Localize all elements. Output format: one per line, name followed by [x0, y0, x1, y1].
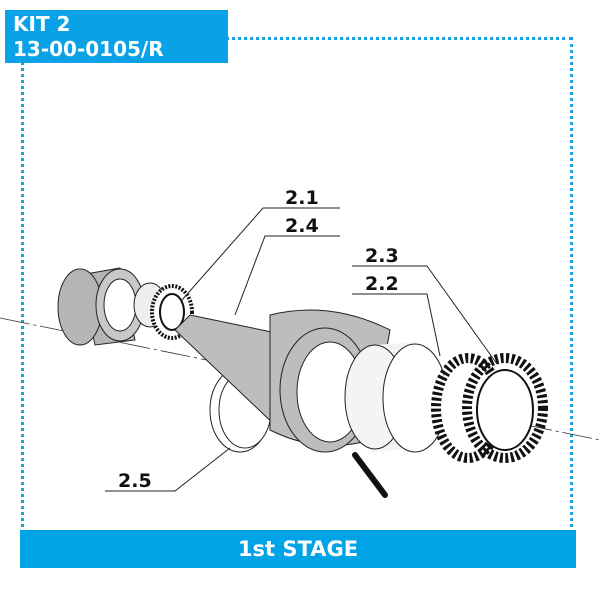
callout-2-3: 2.3: [365, 245, 399, 267]
leader-lines: [105, 207, 498, 492]
callout-2-5: 2.5: [118, 470, 152, 492]
ring-2-2: [344, 342, 448, 453]
callout-2-4: 2.4: [285, 215, 319, 237]
kit-part-number: 13-00-0105/R: [13, 37, 164, 61]
kit-title: KIT 2: [13, 12, 71, 36]
callout-2-1: 2.1: [285, 187, 319, 209]
gear-ring-2-3: [431, 353, 548, 463]
kit-header: KIT 2 13-00-0105/R: [5, 10, 228, 63]
stage-banner: 1st STAGE: [20, 530, 576, 568]
callout-2-2: 2.2: [365, 273, 399, 295]
left-housing: [57, 267, 145, 346]
